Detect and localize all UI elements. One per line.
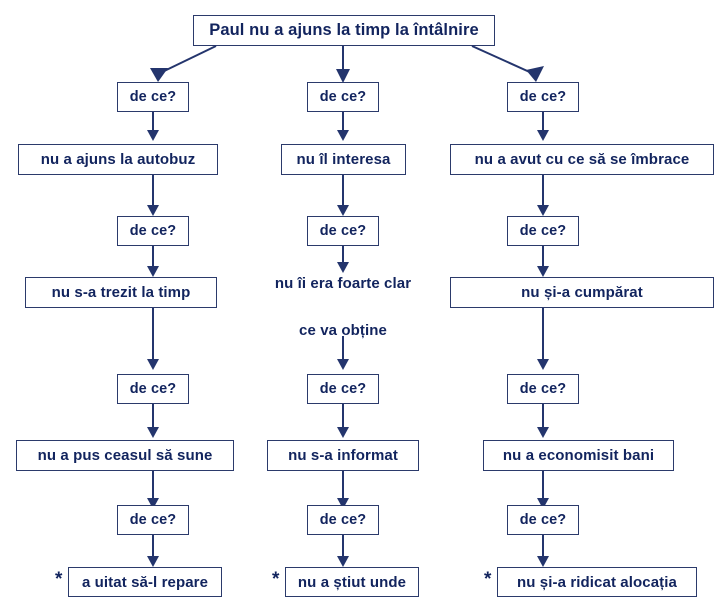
connector-2-3 <box>342 246 344 266</box>
cause-box-2-2-line1: nu îi era foarte clar <box>274 275 412 292</box>
arrowhead-3-4 <box>537 359 549 370</box>
arrowhead-2-4 <box>337 359 349 370</box>
branch-connectors <box>150 45 544 83</box>
arrowhead-2-6 <box>337 498 349 509</box>
cause-box-2-1[interactable]: nu îl interesa <box>281 144 406 175</box>
root-cause-box-2[interactable]: nu a știut unde <box>285 567 419 597</box>
connector-1-1 <box>152 112 154 134</box>
root-problem-box[interactable]: Paul nu a ajuns la timp la întâlnire <box>193 15 495 46</box>
connector-1-2 <box>152 175 154 209</box>
connector-2-2 <box>342 175 344 209</box>
why-box-3-2[interactable]: de ce? <box>507 216 579 246</box>
arrowhead-2-5 <box>337 427 349 438</box>
arrowhead-2-7 <box>337 556 349 567</box>
root-cause-asterisk-1: * <box>55 569 63 590</box>
connector-2-5 <box>342 404 344 432</box>
connector-2-4 <box>342 336 344 363</box>
arrowhead-3-5 <box>537 427 549 438</box>
cause-box-2-3[interactable]: nu s-a informat <box>267 440 419 471</box>
connector-1-4 <box>152 308 154 363</box>
why-box-2-4[interactable]: de ce? <box>307 505 379 535</box>
arrowhead-3-1 <box>537 130 549 141</box>
root-cause-box-1[interactable]: a uitat să-l repare <box>68 567 222 597</box>
root-cause-asterisk-2: * <box>272 569 280 590</box>
arrowhead-1-7 <box>147 556 159 567</box>
cause-box-2-2[interactable]: nu îi era foarte clar ce va obține <box>253 276 433 338</box>
root-cause-box-3[interactable]: nu și-a ridicat alocația <box>497 567 697 597</box>
arrowhead-1-6 <box>147 498 159 509</box>
cause-box-3-1[interactable]: nu a avut cu ce să se îmbrace <box>450 144 714 175</box>
arrowhead-2-3 <box>337 262 349 273</box>
cause-box-3-2[interactable]: nu și-a cumpărat <box>450 277 714 308</box>
arrowhead-2-1 <box>337 130 349 141</box>
arrowhead-3-7 <box>537 556 549 567</box>
why-box-1-1[interactable]: de ce? <box>117 82 189 112</box>
arrowhead-1-4 <box>147 359 159 370</box>
connector-1-7 <box>152 535 154 561</box>
arrowhead-3-2 <box>537 205 549 216</box>
arrowhead-1-2 <box>147 205 159 216</box>
connector-1-3 <box>152 246 154 271</box>
why-box-1-3[interactable]: de ce? <box>117 374 189 404</box>
why-box-3-1[interactable]: de ce? <box>507 82 579 112</box>
arrowhead-1-1 <box>147 130 159 141</box>
why-box-2-2[interactable]: de ce? <box>307 216 379 246</box>
connector-3-6 <box>542 471 544 503</box>
arrowhead-3-6 <box>537 498 549 509</box>
arrowhead-1-3 <box>147 266 159 277</box>
connector-2-7 <box>342 535 344 561</box>
cause-box-1-1[interactable]: nu a ajuns la autobuz <box>18 144 218 175</box>
connector-3-5 <box>542 404 544 432</box>
connector-3-1 <box>542 112 544 134</box>
arrowhead-2-2 <box>337 205 349 216</box>
connector-3-2 <box>542 175 544 209</box>
why-box-3-4[interactable]: de ce? <box>507 505 579 535</box>
cause-box-1-2[interactable]: nu s-a trezit la timp <box>25 277 217 308</box>
connector-2-6 <box>342 471 344 503</box>
connector-1-6 <box>152 471 154 503</box>
connector-3-3 <box>542 246 544 271</box>
why-box-1-4[interactable]: de ce? <box>117 505 189 535</box>
arrowhead-3-3 <box>537 266 549 277</box>
cause-box-3-3[interactable]: nu a economisit bani <box>483 440 674 471</box>
connector-3-7 <box>542 535 544 561</box>
why-box-2-1[interactable]: de ce? <box>307 82 379 112</box>
cause-box-1-3[interactable]: nu a pus ceasul să sune <box>16 440 234 471</box>
arrowhead-1-5 <box>147 427 159 438</box>
cause-box-2-2-line2: ce va obține <box>299 322 387 339</box>
why-box-1-2[interactable]: de ce? <box>117 216 189 246</box>
why-box-2-3[interactable]: de ce? <box>307 374 379 404</box>
connector-3-4 <box>542 308 544 363</box>
root-cause-asterisk-3: * <box>484 569 492 590</box>
why-box-3-3[interactable]: de ce? <box>507 374 579 404</box>
connector-1-5 <box>152 404 154 432</box>
connector-2-1 <box>342 112 344 134</box>
